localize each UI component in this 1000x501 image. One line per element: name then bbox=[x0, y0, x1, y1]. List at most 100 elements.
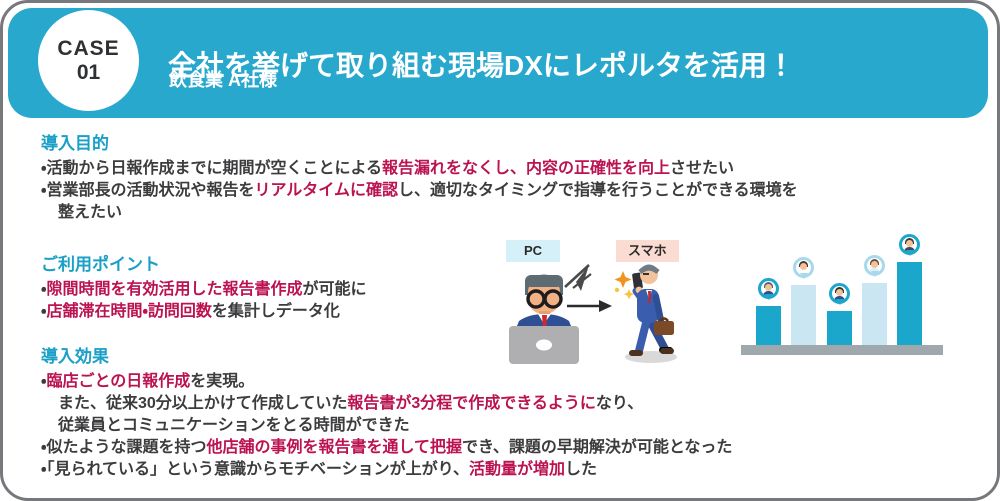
highlighted-text: 報告書が3分程で作成できるように bbox=[347, 395, 596, 412]
chart-platform bbox=[741, 345, 943, 355]
avatar-face bbox=[800, 263, 807, 270]
body-text: ・営業部長の活動状況や報告を bbox=[41, 182, 255, 199]
pin-tip bbox=[799, 273, 808, 279]
avatar-torso bbox=[798, 270, 809, 275]
highlighted-text: 店舗滞在時間・訪問回数 bbox=[46, 303, 212, 320]
bullet-line: 整えたい bbox=[41, 202, 798, 224]
section-purpose-lines: ・活動から日報作成までに期間が空くことによる報告漏れをなくし、内容の正確性を向上… bbox=[41, 158, 798, 224]
page-subtitle: 飲食業 A社様 bbox=[169, 70, 277, 90]
pc-person-illustration bbox=[509, 264, 592, 364]
avatar-face bbox=[836, 289, 843, 296]
hair-line bbox=[638, 265, 660, 274]
back-shoe bbox=[660, 348, 674, 354]
avatar bbox=[761, 281, 776, 296]
chart-bar bbox=[756, 306, 781, 345]
avatar-pin bbox=[829, 283, 850, 305]
body-text: 整えたい bbox=[58, 204, 123, 221]
bullet-line: ・隙間時間を有効活用した報告書作成が可能に bbox=[41, 279, 366, 301]
pin-tip bbox=[835, 299, 844, 305]
pin-tip bbox=[870, 271, 879, 277]
avatar-pin bbox=[758, 278, 779, 300]
highlighted-text: 報告漏れをなくし、内容の正確性を向上 bbox=[381, 160, 670, 177]
avatar-face bbox=[871, 261, 878, 268]
bullet-line: 従業員とコミュニケーションをとる時間ができた bbox=[41, 415, 732, 437]
body-text: した bbox=[565, 461, 598, 478]
section-usage-points: ご利用ポイント ・隙間時間を有効活用した報告書作成が可能に・店舗滞在時間・訪問回… bbox=[41, 254, 366, 323]
case-label: CASE bbox=[57, 36, 120, 60]
body-text: また、従来30分以上かけて作成していた bbox=[58, 395, 348, 412]
smartphone bbox=[632, 272, 643, 290]
briefcase bbox=[654, 321, 674, 335]
case-badge: CASE 01 bbox=[38, 10, 139, 111]
body-text: ・ bbox=[41, 373, 47, 390]
highlighted-text: 隙間時間を有効活用した報告書作成 bbox=[46, 281, 303, 298]
briefcase-handle bbox=[659, 317, 669, 322]
section-heading-purpose: 導入目的 bbox=[41, 134, 109, 153]
front-shoe bbox=[629, 350, 643, 356]
section-effects-lines: ・臨店ごとの日報作成を実現。また、従来30分以上かけて作成していた報告書が3分程… bbox=[41, 371, 732, 481]
avatar-torso bbox=[763, 291, 774, 296]
body-text: ・ bbox=[41, 281, 47, 298]
avatar-face bbox=[765, 284, 772, 291]
chart-bar bbox=[862, 283, 887, 345]
avatar bbox=[902, 237, 917, 252]
bullet-line: ・似たような課題を持つ他店舗の事例を報告書を通して把握でき、課題の早期解決が可能… bbox=[41, 437, 732, 459]
avatar bbox=[796, 260, 811, 275]
highlighted-text: リアルタイムに確認 bbox=[254, 182, 398, 199]
body-text: なり、 bbox=[595, 395, 644, 412]
avatar-torso bbox=[869, 268, 880, 273]
chart-bar bbox=[827, 311, 852, 345]
pc-label: PC bbox=[506, 240, 560, 262]
section-effects: 導入効果 ・臨店ごとの日報作成を実現。また、従来30分以上かけて作成していた報告… bbox=[41, 346, 732, 481]
body-text: し、適切なタイミングで指導を行うことができる環境を bbox=[397, 182, 798, 199]
page-title: 全社を挙げて取り組む現場DXにレポルタを活用！ bbox=[168, 49, 795, 81]
body-text: 従業員とコミュニケーションをとる時間ができた bbox=[58, 417, 410, 434]
bullet-line: ・臨店ごとの日報作成を実現。 bbox=[41, 371, 732, 393]
avatar-pin bbox=[899, 234, 920, 256]
walking-person-illustration bbox=[614, 264, 677, 363]
avatar bbox=[867, 258, 882, 273]
body-text: を集計しデータ化 bbox=[211, 303, 340, 320]
hair-top bbox=[525, 275, 563, 287]
bullet-line: ・営業部長の活動状況や報告をリアルタイムに確認し、適切なタイミングで指導を行うこ… bbox=[41, 180, 798, 202]
chart-bar bbox=[791, 285, 816, 345]
avatar-torso bbox=[834, 296, 845, 301]
tie bbox=[648, 291, 651, 303]
body-text: ・似たような課題を持つ bbox=[41, 439, 207, 456]
pin-tip bbox=[764, 294, 773, 300]
body-text: させたい bbox=[669, 160, 734, 177]
send-swoosh-icon bbox=[564, 264, 592, 291]
bar-chart-illustration bbox=[741, 234, 943, 355]
header-banner: CASE 01 全社を挙げて取り組む現場DXにレポルタを活用！ 飲食業 A社様 bbox=[8, 8, 988, 118]
section-heading-effects: 導入効果 bbox=[41, 347, 109, 366]
body-text: ・「見られている」という意識からモチベーションが上がり、 bbox=[41, 461, 470, 478]
smartphone-label: スマホ bbox=[616, 240, 679, 262]
bullet-line: ・店舗滞在時間・訪問回数を集計しデータ化 bbox=[41, 301, 366, 323]
briefcase-arm bbox=[652, 293, 665, 325]
arrow-right-icon bbox=[567, 300, 612, 312]
bullet-line: また、従来30分以上かけて作成していた報告書が3分程で作成できるようになり、 bbox=[41, 393, 732, 415]
avatar bbox=[832, 286, 847, 301]
highlighted-text: 活動量が増加 bbox=[469, 461, 566, 478]
bullet-line: ・活動から日報作成までに期間が空くことによる報告漏れをなくし、内容の正確性を向上… bbox=[41, 158, 798, 180]
body-text: ・ bbox=[41, 303, 47, 320]
highlighted-text: 他店舗の事例を報告書を通して把握 bbox=[206, 439, 462, 456]
body-text: ・活動から日報作成までに期間が空くことによる bbox=[41, 160, 382, 177]
avatar-face bbox=[906, 240, 913, 247]
avatar-torso bbox=[904, 247, 915, 252]
bullet-line: ・「見られている」という意識からモチベーションが上がり、活動量が増加した bbox=[41, 459, 732, 481]
avatar-pin bbox=[793, 257, 814, 279]
body-text: を実現。 bbox=[190, 373, 255, 390]
section-points-lines: ・隙間時間を有効活用した報告書作成が可能に・店舗滞在時間・訪問回数を集計しデータ… bbox=[41, 279, 366, 323]
body-text: が可能に bbox=[302, 281, 367, 298]
case-number: 01 bbox=[76, 60, 101, 84]
sparkles-icon bbox=[614, 271, 635, 300]
avatar-pin bbox=[864, 255, 885, 277]
front-leg bbox=[635, 315, 651, 355]
highlighted-text: 臨店ごとの日報作成 bbox=[46, 373, 191, 390]
section-heading-points: ご利用ポイント bbox=[41, 255, 160, 274]
laptop-logo bbox=[536, 339, 552, 351]
body-text: でき、課題の早期解決が可能となった bbox=[461, 439, 733, 456]
section-purpose: 導入目的 ・活動から日報作成までに期間が空くことによる報告漏れをなくし、内容の正… bbox=[41, 133, 798, 224]
